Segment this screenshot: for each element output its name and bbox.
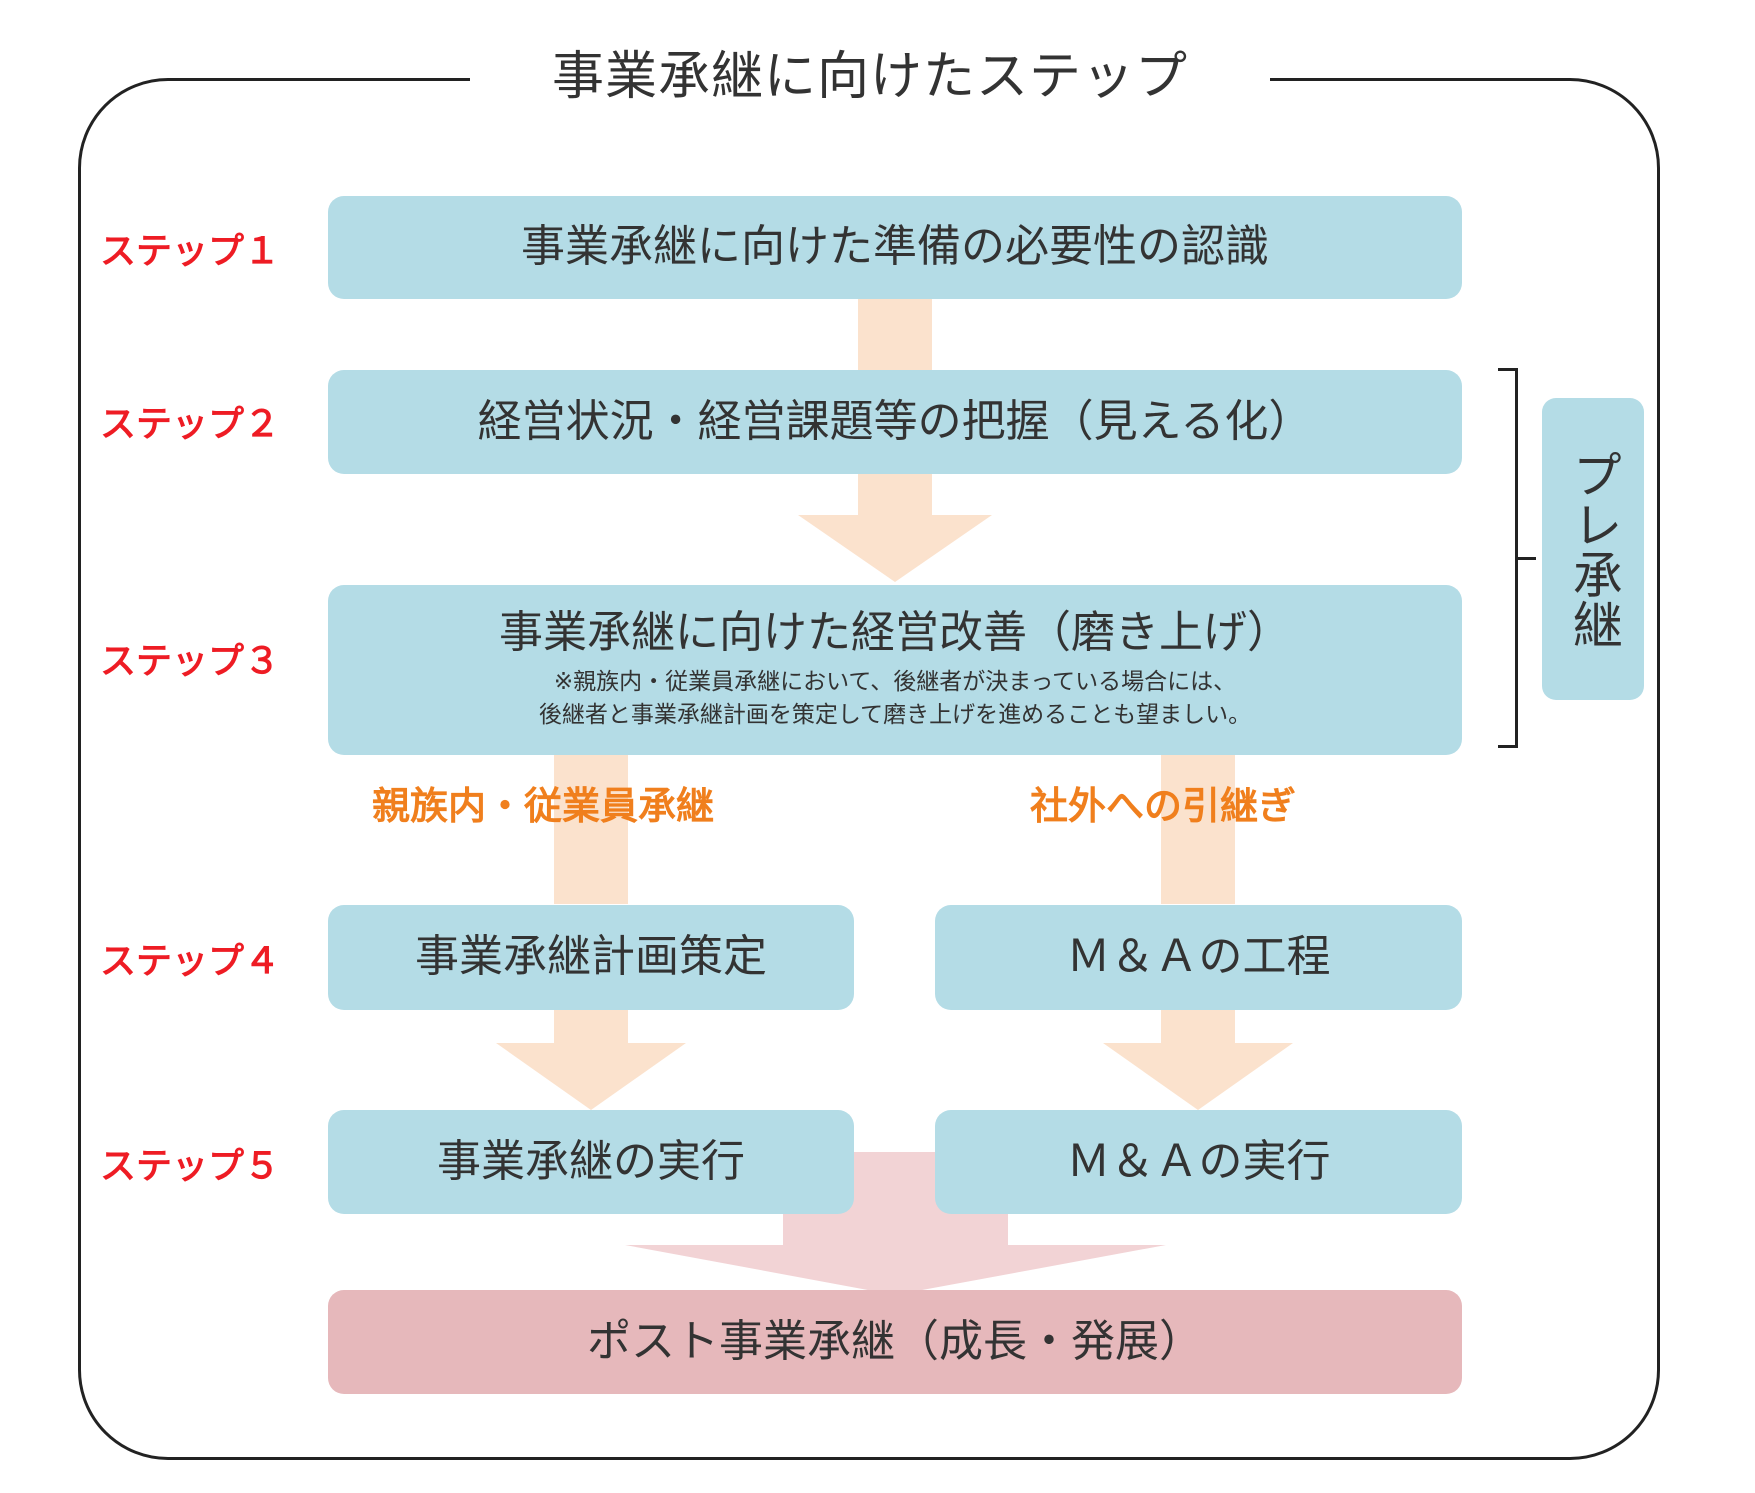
step4-left-text: 事業承継計画策定 <box>415 931 767 983</box>
step3-note-line1: ※親族内・従業員承継において、後継者が決まっている場合には、 <box>553 669 1237 696</box>
route-label-external: 社外への引継ぎ <box>1030 784 1297 828</box>
step-label-1: ステップ１ <box>100 231 281 272</box>
post-succession-text: ポスト事業承継（成長・発展） <box>587 1315 1203 1367</box>
arrow-step2-step3 <box>798 472 992 582</box>
pre-succession-box: プレ承継 <box>1542 398 1644 700</box>
step5-right-box: Ｍ＆Ａの実行 <box>935 1110 1462 1214</box>
connector-step3-step4-left <box>554 752 628 904</box>
pre-succession-bracket-tick <box>1518 557 1536 560</box>
step2-text: 経営状況・経営課題等の把握（見える化） <box>477 395 1313 447</box>
step3-box: 事業承継に向けた経営改善（磨き上げ） ※親族内・従業員承継において、後継者が決ま… <box>328 585 1462 755</box>
pre-succession-bracket <box>1498 368 1518 748</box>
step3-text: 事業承継に向けた経営改善（磨き上げ） <box>499 607 1291 659</box>
step1-text: 事業承継に向けた準備の必要性の認識 <box>521 221 1269 273</box>
step1-box: 事業承継に向けた準備の必要性の認識 <box>328 196 1462 299</box>
pre-succession-text: プレ承継 <box>1564 449 1623 649</box>
step-label-5: ステップ５ <box>100 1146 281 1187</box>
step5-right-text: Ｍ＆Ａの実行 <box>1066 1135 1331 1187</box>
step5-left-box: 事業承継の実行 <box>328 1110 854 1214</box>
step4-right-text: Ｍ＆Ａの工程 <box>1066 931 1331 983</box>
arrow-step5-post <box>625 1152 1166 1295</box>
step2-box: 経営状況・経営課題等の把握（見える化） <box>328 370 1462 474</box>
diagram-title: 事業承継に向けたステップ <box>470 42 1270 112</box>
step5-left-text: 事業承継の実行 <box>437 1135 745 1187</box>
step4-right-box: Ｍ＆Ａの工程 <box>935 905 1462 1010</box>
step-label-2: ステップ２ <box>100 404 281 445</box>
step-label-4: ステップ４ <box>100 941 281 982</box>
step4-left-box: 事業承継計画策定 <box>328 905 854 1010</box>
connector-step1-step2 <box>858 296 932 374</box>
connector-step3-step4-right <box>1161 752 1235 904</box>
post-succession-box: ポスト事業承継（成長・発展） <box>328 1290 1462 1394</box>
arrow-step4-step5-right <box>1103 1008 1293 1110</box>
step-label-3: ステップ３ <box>100 641 281 682</box>
step3-note-line2: 後継者と事業承継計画を策定して磨き上げを進めることも望ましい。 <box>538 702 1252 729</box>
route-label-family: 親族内・従業員承継 <box>372 784 715 828</box>
arrow-step4-step5-left <box>496 1008 686 1110</box>
